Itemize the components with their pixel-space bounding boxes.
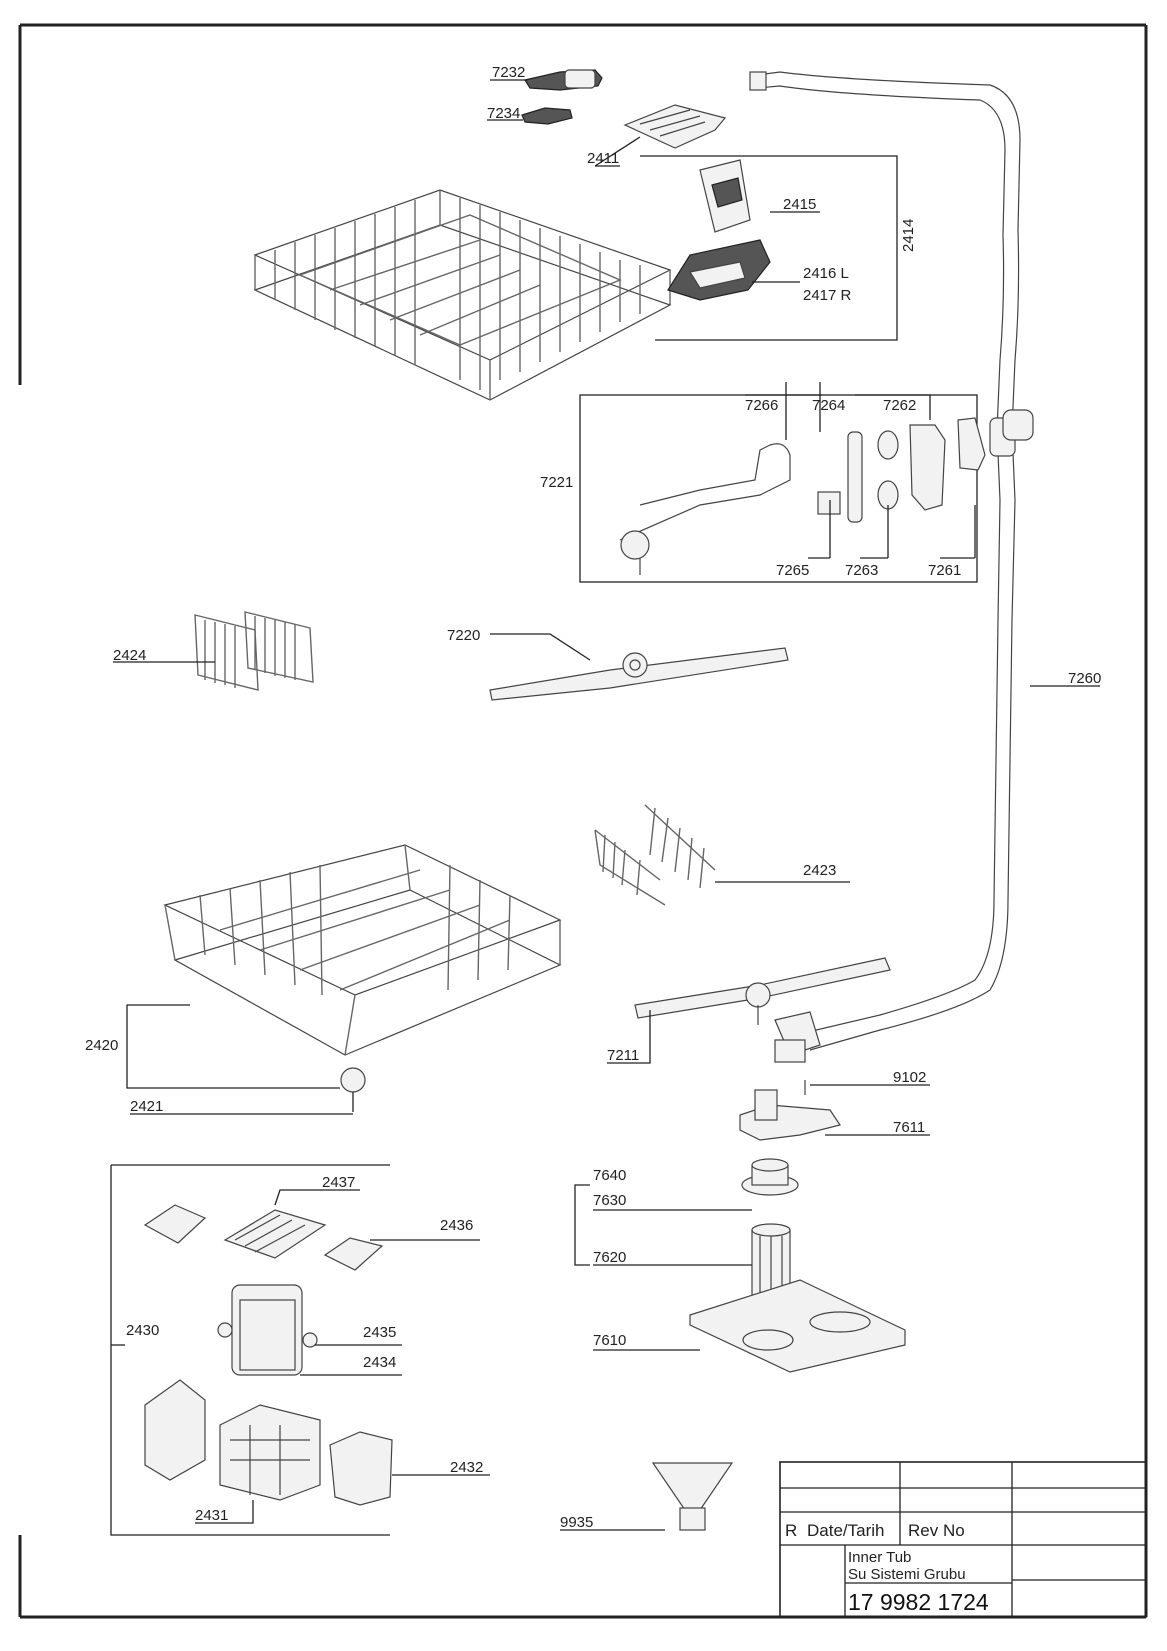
label-7611: 7611: [893, 1119, 925, 1136]
label-2415: 2415: [783, 196, 816, 213]
rack-2424-drawing: [194, 611, 314, 691]
label-2411: 2411: [587, 150, 619, 167]
label-7630: 7630: [593, 1192, 626, 1209]
label-2423: 2423: [803, 862, 836, 879]
label-2431: 2431: [195, 1507, 228, 1524]
label-7234: 7234: [487, 105, 520, 122]
box-7221: [579, 382, 986, 583]
title-block-title-line1: Inner Tub: [848, 1549, 911, 1566]
spray-pipe-drawing: [749, 71, 1034, 1063]
drawing-frame: [18, 23, 1148, 1619]
part-2415-drawing: [699, 159, 751, 233]
label-2434: 2434: [363, 1354, 396, 1371]
lower-basket-drawing: [163, 844, 562, 1112]
label-7232: 7232: [492, 64, 525, 81]
label-2437: 2437: [322, 1174, 355, 1191]
bracket-2414: [594, 136, 898, 341]
label-2421: 2421: [130, 1098, 163, 1115]
title-block-title-line2: Su Sistemi Grubu: [848, 1566, 966, 1583]
spray-arm-7220-drawing: [489, 647, 789, 701]
cutlery-basket-group-drawing: [110, 1164, 393, 1536]
label-2430: 2430: [126, 1322, 159, 1339]
label-7211: 7211: [607, 1047, 639, 1064]
title-block-rev-no-label: Rev No: [908, 1521, 965, 1540]
label-7264: 7264: [812, 397, 845, 414]
part-7232-drawing: [524, 69, 603, 91]
leader-lines: [111, 79, 1100, 1531]
label-2432: 2432: [450, 1459, 483, 1476]
label-2435: 2435: [363, 1324, 396, 1341]
title-block-drawing-number: 17 9982 1724: [848, 1589, 989, 1615]
label-2436: 2436: [440, 1217, 473, 1234]
funnel-9935-drawing: [651, 1462, 734, 1531]
part-2416-2417-drawing: [667, 239, 771, 301]
upper-basket-drawing: [253, 189, 672, 401]
label-2416: 2416 L: [803, 265, 849, 282]
label-2417: 2417 R: [803, 287, 852, 304]
label-7262: 7262: [883, 397, 916, 414]
label-7265: 7265: [776, 562, 809, 579]
part-7234-drawing: [521, 107, 573, 125]
label-7263: 7263: [845, 562, 878, 579]
label-2420: 2420: [85, 1037, 118, 1054]
label-9935: 9935: [560, 1514, 593, 1531]
label-7640: 7640: [593, 1167, 626, 1184]
label-7220: 7220: [447, 627, 480, 644]
label-2414: 2414: [900, 219, 917, 252]
label-7261: 7261: [928, 562, 961, 579]
label-7610: 7610: [593, 1332, 626, 1349]
spray-arm-7211-drawing: [634, 957, 891, 1025]
title-block-date-label: Date/Tarih: [807, 1521, 884, 1540]
part-2411-drawing: [623, 104, 727, 149]
sump-7611-drawing: [739, 1080, 841, 1141]
label-7266: 7266: [745, 397, 778, 414]
label-9102: 9102: [893, 1069, 926, 1086]
title-block-rev-r: R: [785, 1521, 797, 1540]
label-7260: 7260: [1068, 670, 1101, 687]
title-block: [779, 1461, 1147, 1618]
label-7620: 7620: [593, 1249, 626, 1266]
rack-2423-drawing: [594, 804, 716, 906]
filter-plate-7610-drawing: [689, 1279, 906, 1373]
label-2424: 2424: [113, 647, 146, 664]
filter-7630-drawing: [741, 1158, 799, 1196]
label-7221: 7221: [540, 474, 573, 491]
